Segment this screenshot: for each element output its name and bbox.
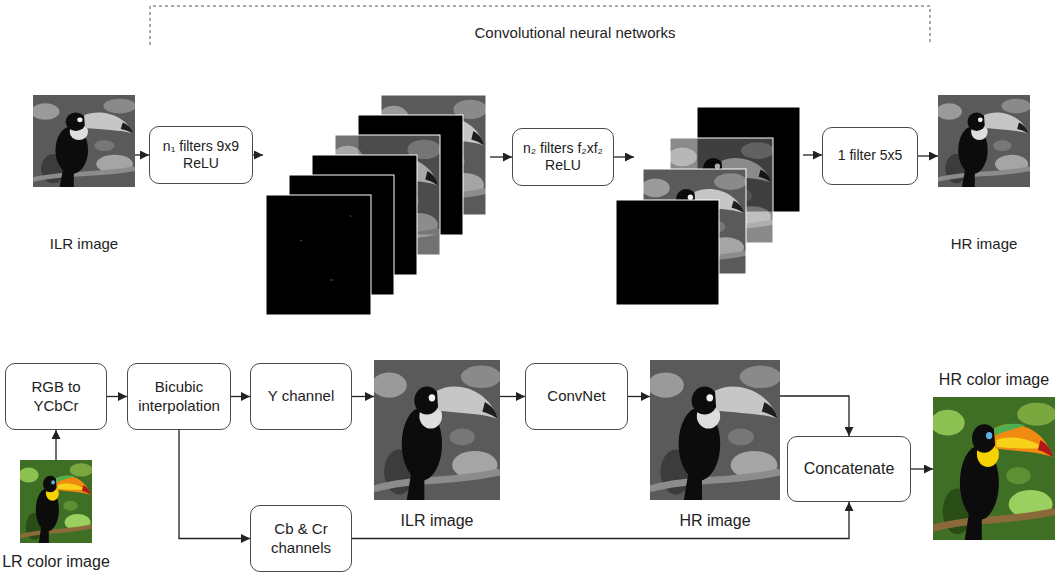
image-node: HR color image <box>933 397 1055 540</box>
image-frame <box>33 95 135 187</box>
box-label: 1 filter 5x5 <box>827 147 913 165</box>
ilr-image <box>371 360 501 500</box>
feature-map-detail <box>300 215 351 280</box>
section-label: Convolutional neural networks <box>475 24 676 41</box>
process-box: 1 filter 5x5 <box>822 127 918 185</box>
connector <box>55 430 56 460</box>
image-caption: ILR image <box>50 235 118 252</box>
box-label: Cb & Cr channels <box>255 520 347 558</box>
feature-map-stack <box>266 95 487 315</box>
image-caption: HR image <box>951 235 1018 252</box>
process-box: n₂ filters f₂xf₂ ReLU <box>512 128 614 186</box>
image-frame <box>20 460 92 543</box>
output-image <box>936 95 1031 187</box>
connector <box>135 154 149 155</box>
process-box: RGB to YCbCr <box>5 363 107 430</box>
box-label: Concatenate <box>792 459 906 479</box>
feature-map-stack <box>616 107 800 305</box>
hr-image <box>647 360 781 500</box>
box-label: RGB to YCbCr <box>10 378 102 416</box>
image-frame <box>374 360 500 500</box>
box-label: n₁ filters 9x9 ReLU <box>154 138 248 173</box>
connector <box>500 396 525 397</box>
lr-color-image <box>19 460 93 543</box>
image-frame <box>933 397 1055 540</box>
connector <box>231 396 250 397</box>
flow-arrow <box>253 154 263 155</box>
connector <box>107 396 127 397</box>
feature-map <box>616 200 719 305</box>
feature-map <box>266 195 371 315</box>
connector <box>179 430 250 539</box>
image-caption: HR color image <box>939 371 1049 389</box>
process-box: Concatenate <box>787 436 911 502</box>
flow-arrow <box>614 156 634 157</box>
hr-color-image <box>931 397 1057 540</box>
image-node: LR color image <box>20 460 92 543</box>
flow-arrow <box>803 154 822 155</box>
connector <box>628 396 650 397</box>
process-box: Bicubic interpolation <box>127 363 231 430</box>
image-frame <box>938 95 1030 187</box>
image-node: ILR image <box>33 95 135 187</box>
image-node: ILR image <box>374 360 500 500</box>
process-box: ConvNet <box>525 363 628 430</box>
connector <box>780 396 849 436</box>
connector <box>918 155 938 156</box>
dashed-bracket <box>150 6 930 45</box>
box-label: ConvNet <box>530 387 623 406</box>
process-box: n₁ filters 9x9 ReLU <box>149 126 253 184</box>
image-node: HR image <box>938 95 1030 187</box>
image-caption: LR color image <box>2 553 110 571</box>
input-image <box>31 95 136 187</box>
process-box: Cb & Cr channels <box>250 505 352 572</box>
connector <box>911 468 933 469</box>
box-label: n₂ filters f₂xf₂ ReLU <box>517 140 609 175</box>
flow-arrow <box>490 156 512 157</box>
image-frame <box>650 360 780 500</box>
image-caption: ILR image <box>401 512 474 530</box>
connector <box>352 502 849 539</box>
box-label: Bicubic interpolation <box>132 378 226 416</box>
image-node: HR image <box>650 360 780 500</box>
connector <box>352 396 374 397</box>
process-box: Y channel <box>250 363 352 430</box>
image-caption: HR image <box>679 512 750 530</box>
box-label: Y channel <box>255 387 347 406</box>
